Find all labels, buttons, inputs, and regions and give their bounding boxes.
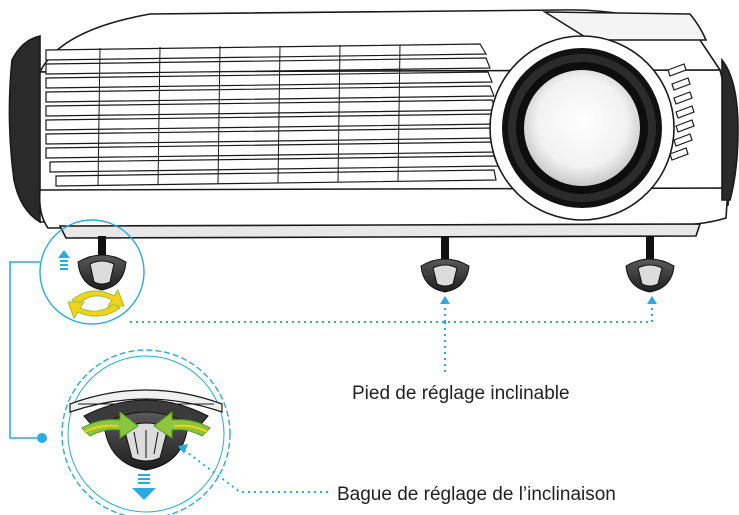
zoom-bracket-dot	[37, 433, 47, 443]
left-foot	[77, 236, 127, 291]
callout-arrowhead-right	[647, 296, 657, 304]
callout-arrowhead-ring	[178, 444, 188, 454]
arrow-up-icon	[58, 250, 70, 270]
zoom-bracket	[9, 261, 42, 439]
callout-arrowhead-middle	[440, 296, 450, 304]
zoomed-foot-detail	[61, 349, 231, 515]
side-vents	[667, 63, 695, 161]
left-foot-highlight	[39, 219, 145, 325]
lens	[489, 35, 675, 221]
tilt-foot-callout	[130, 302, 653, 374]
arrow-down-icon	[132, 474, 156, 500]
middle-foot	[420, 236, 470, 293]
tilt-ring-label: Bague de réglage de l’inclinaison	[337, 484, 616, 505]
front-vents	[45, 43, 499, 187]
tilt-foot-label: Pied de réglage inclinable	[352, 383, 570, 404]
rotate-arrows-icon	[67, 288, 125, 320]
right-foot	[625, 236, 675, 293]
